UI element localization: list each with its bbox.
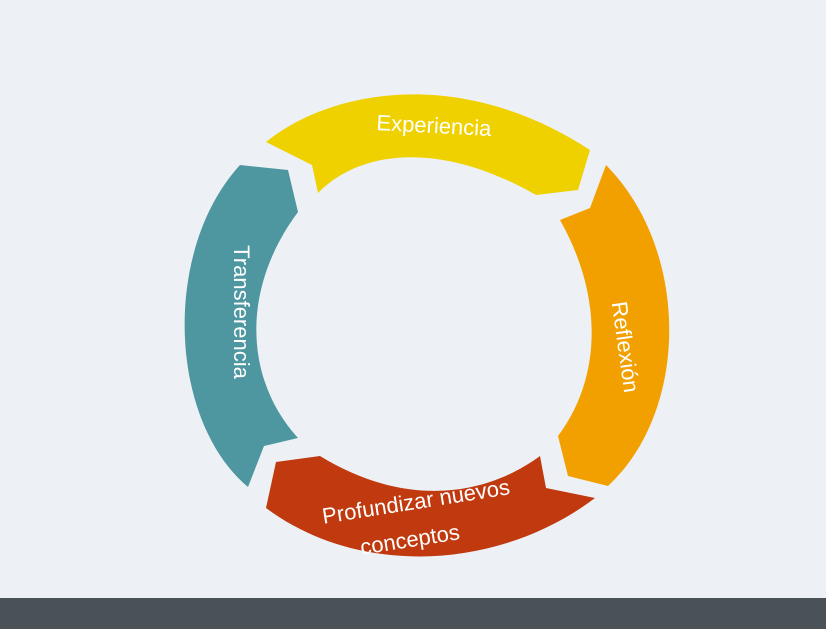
segment-profundizar — [266, 456, 595, 557]
label-transferencia: Transferencia — [229, 245, 254, 379]
label-experiencia: Experiencia — [376, 110, 493, 141]
segment-transferencia — [184, 165, 298, 487]
segment-experiencia — [266, 94, 590, 195]
segment-reflexion — [558, 165, 670, 486]
learning-cycle-diagram: Experiencia Reflexión Profundizar nuevos… — [184, 94, 670, 560]
footer-bar — [0, 598, 826, 629]
